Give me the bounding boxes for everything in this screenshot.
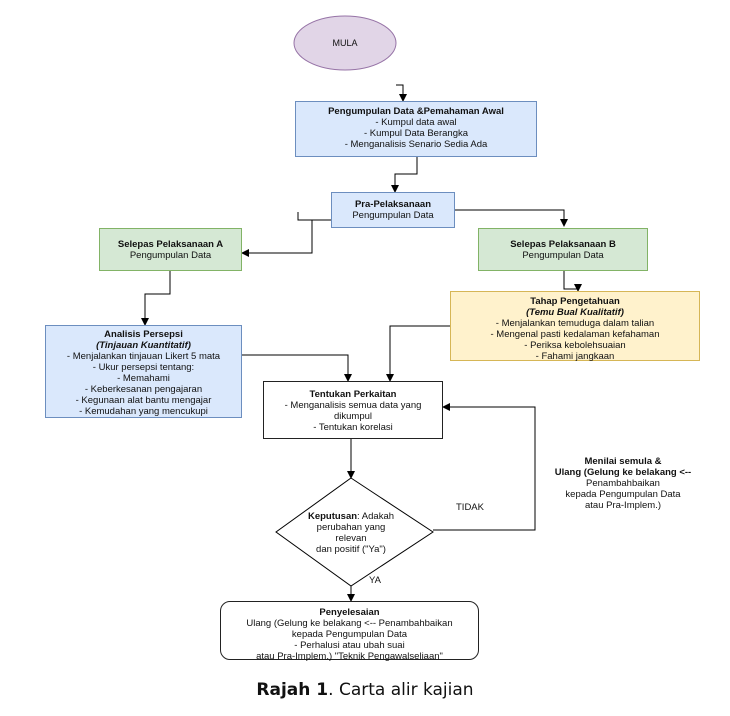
edge-collect-pre <box>391 157 418 193</box>
node-after-b-line: Pengumpulan Data <box>522 250 604 261</box>
node-after-a-title: Selepas Pelaksanaan A <box>117 239 224 250</box>
edge-pre-b <box>455 209 568 227</box>
node-completion-line-4: atau Pra-Implem.) "Teknik Pengawalseliaa… <box>256 651 443 662</box>
loop-note: Menilai semula & Ulang (Gelung ke belaka… <box>538 456 708 511</box>
decision-line-2: perubahan yang <box>316 522 386 533</box>
edge-a-analysis <box>141 271 171 326</box>
node-completion-title: Penyelesaian <box>319 607 380 618</box>
node-knowledge-stage-line-4: - Fahami jangkaan <box>535 351 615 362</box>
node-perception-analysis-line-1: - Menjalankan tinjauan Likert 5 mata <box>66 351 221 362</box>
node-data-collection: Pengumpulan Data &Pemahaman Awal - Kumpu… <box>295 101 537 157</box>
node-data-collection-line-2: - Kumpul Data Berangka <box>363 128 469 139</box>
node-data-collection-line-1: - Kumpul data awal <box>375 117 457 128</box>
loop-note-line-1: Penambahbaikan <box>586 478 660 489</box>
node-determine-relation-title: Tentukan Perkaitan <box>309 389 397 400</box>
node-determine-relation-line-1: - Menganalisis semua data yang <box>284 400 422 411</box>
node-knowledge-stage-line-3: - Periksa kebolehsuaian <box>524 340 626 351</box>
decision-title: Keputusan <box>307 511 358 522</box>
node-knowledge-stage: Tahap Pengetahuan (Temu Bual Kualitatif)… <box>450 291 700 362</box>
loop-note-title-2: Ulang (Gelung ke belakang <-- <box>554 467 692 478</box>
loop-note-line-2: kepada Pengumpulan Data <box>565 489 681 500</box>
node-data-collection-title: Pengumpulan Data &Pemahaman Awal <box>328 106 504 117</box>
node-completion-line-1: Ulang (Gelung ke belakang <-- Penambahba… <box>246 618 453 629</box>
node-completion-line-2: kepada Pengumpulan Data <box>291 629 408 640</box>
figure-caption-text: . Carta alir kajian <box>328 680 474 700</box>
edge-start-collect <box>396 84 407 102</box>
node-knowledge-stage-line-2: - Mengenal pasti kedalaman kefahaman <box>490 329 660 340</box>
node-perception-analysis-title: Analisis Persepsi <box>104 329 183 340</box>
node-pre-implementation-line: Pengumpulan Data <box>352 210 434 221</box>
label-no: TIDAK <box>456 502 484 513</box>
edge-analysis-determine <box>242 354 352 382</box>
edge-decision-loop <box>433 403 536 531</box>
node-perception-analysis: Analisis Persepsi (Tinjauan Kuantitatif)… <box>45 325 242 418</box>
loop-note-line-3: atau Pra-Implem.) <box>584 500 662 511</box>
decision-line-3: relevan <box>335 533 367 544</box>
node-completion-line-3: - Perhalusi atau ubah suai <box>294 640 405 651</box>
node-perception-analysis-line-5: - Kegunaan alat bantu mengajar <box>75 395 212 406</box>
node-perception-analysis-line-2: - Ukur persepsi tentang: <box>92 362 195 373</box>
node-after-a-line: Pengumpulan Data <box>129 250 212 261</box>
decision-line-1: : Adakah <box>357 511 395 522</box>
node-perception-analysis-subtitle: (Tinjauan Kuantitatif) <box>96 340 191 351</box>
node-perception-analysis-line-6: - Kemudahan yang mencukupi <box>79 406 208 417</box>
node-data-collection-line-3: - Menganalisis Senario Sedia Ada <box>344 139 488 150</box>
edge-b-knowledge <box>563 271 582 292</box>
node-determine-relation-line-2: dikumpul <box>333 411 373 422</box>
node-after-a: Selepas Pelaksanaan A Pengumpulan Data <box>99 228 242 271</box>
decision-line-4: dan positif ("Ya") <box>316 544 386 555</box>
node-after-b-title: Selepas Pelaksanaan B <box>510 239 616 250</box>
node-perception-analysis-line-3: - Memahami <box>117 373 170 384</box>
node-after-b: Selepas Pelaksanaan B Pengumpulan Data <box>478 228 648 271</box>
decision-text: Keputusan: Adakah perubahan yang relevan… <box>300 511 402 555</box>
start-label: MULA <box>332 38 358 48</box>
figure-caption: Rajah 1. Carta alir kajian <box>0 680 730 700</box>
edge-knowledge-determine <box>386 325 450 382</box>
node-knowledge-stage-subtitle: (Temu Bual Kualitatif) <box>526 307 624 318</box>
edge-pre-a <box>241 219 331 257</box>
node-knowledge-stage-title: Tahap Pengetahuan <box>530 296 620 307</box>
node-determine-relation-line-3: - Tentukan korelasi <box>313 422 393 433</box>
loop-note-title-1: Menilai semula & <box>584 456 662 467</box>
node-pre-implementation-title: Pra-Pelaksanaan <box>354 199 432 210</box>
node-perception-analysis-line-4: - Keberkesanan pengajaran <box>84 384 203 395</box>
edge-pre-a-tick <box>297 212 312 221</box>
node-pre-implementation: Pra-Pelaksanaan Pengumpulan Data <box>331 192 455 228</box>
label-yes: YA <box>369 575 381 586</box>
node-knowledge-stage-line-1: - Menjalankan temuduga dalam talian <box>495 318 655 329</box>
node-completion: Penyelesaian Ulang (Gelung ke belakang <… <box>220 601 479 662</box>
figure-caption-label: Rajah 1 <box>256 680 329 700</box>
node-determine-relation: Tentukan Perkaitan - Menganalisis semua … <box>263 381 443 439</box>
start-ellipse <box>293 15 397 71</box>
